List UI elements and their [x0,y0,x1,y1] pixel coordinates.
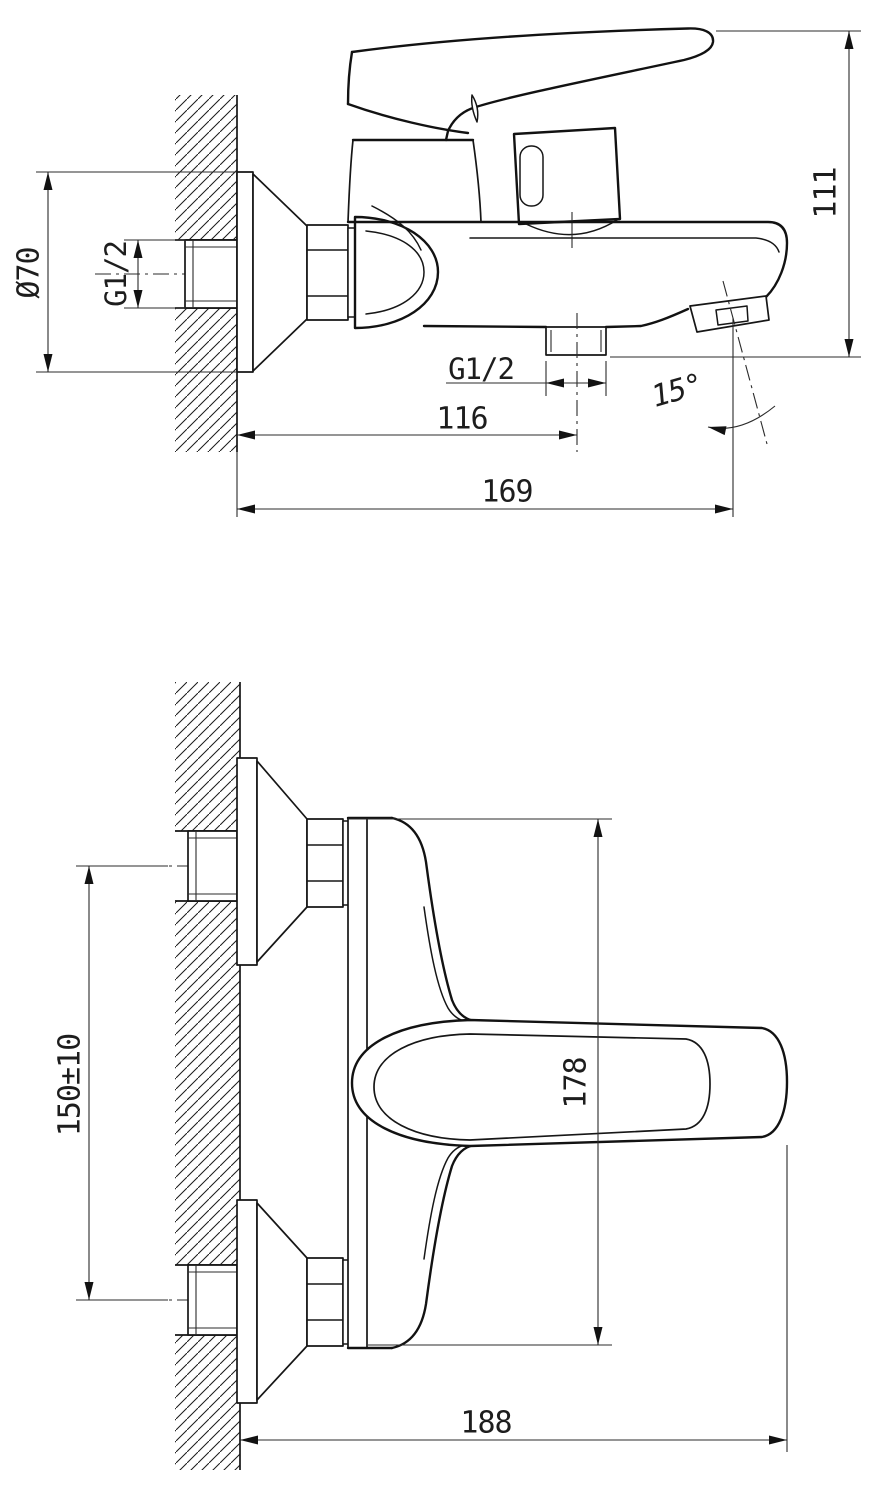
side-view: Ø70 G1/2 111 G1/2 [12,27,861,517]
dimension-overall-height: 111 [610,30,861,358]
handle-top-face [373,1033,711,1141]
dim-label-body-depth: 178 [559,1057,594,1108]
mixer-body [346,220,789,329]
cartridge-collar [347,138,482,251]
wall-nipple-bottom [187,1264,238,1336]
escutcheon-cone [236,171,308,373]
dim-label-flange-diameter: Ø70 [12,247,47,298]
lever-handle [346,27,715,142]
dim-label-inlet-spacing: 150±10 [53,1034,88,1136]
handle-gap-detail [471,94,479,123]
dimension-body-depth: 178 [348,818,612,1346]
aerator [689,295,770,333]
dim-label-aerator-offset: 169 [481,475,532,510]
wall-section-hatch [175,95,238,452]
dim-label-wall-thread: G1/2 [99,241,133,307]
escutcheon-cone-top [236,757,351,966]
spout-outlet [545,326,607,356]
dimension-spout-offset: 116 [237,402,577,440]
dim-label-spout-offset: 116 [436,402,487,437]
dim-label-spout-thread: G1/2 [448,352,514,386]
dim-label-overall-height: 111 [809,167,844,218]
angle-construction [707,280,776,517]
dimension-flange-diameter: Ø70 [12,171,237,373]
dimension-aerator-offset: 169 [236,452,733,517]
dim-label-overall-depth: 188 [460,1406,511,1441]
wall-nipple [184,239,238,309]
dimension-wall-thread: G1/2 [99,239,186,309]
wall-nipple-top [187,830,238,902]
hex-nut [306,224,349,321]
diverter-knob [512,126,622,248]
dimension-spout-thread: G1/2 [446,352,607,396]
lever-handle-plan [350,1018,789,1148]
dimension-overall-depth: 188 [240,1145,788,1452]
dimension-inlet-spacing: 150±10 [53,865,168,1301]
plan-view: 150±10 178 188 [53,682,789,1470]
wall-section-hatch-plan [175,682,241,1470]
escutcheon-cone-bottom [236,1199,351,1404]
check-valve-dome [353,215,440,330]
diverter-slot [519,145,544,207]
